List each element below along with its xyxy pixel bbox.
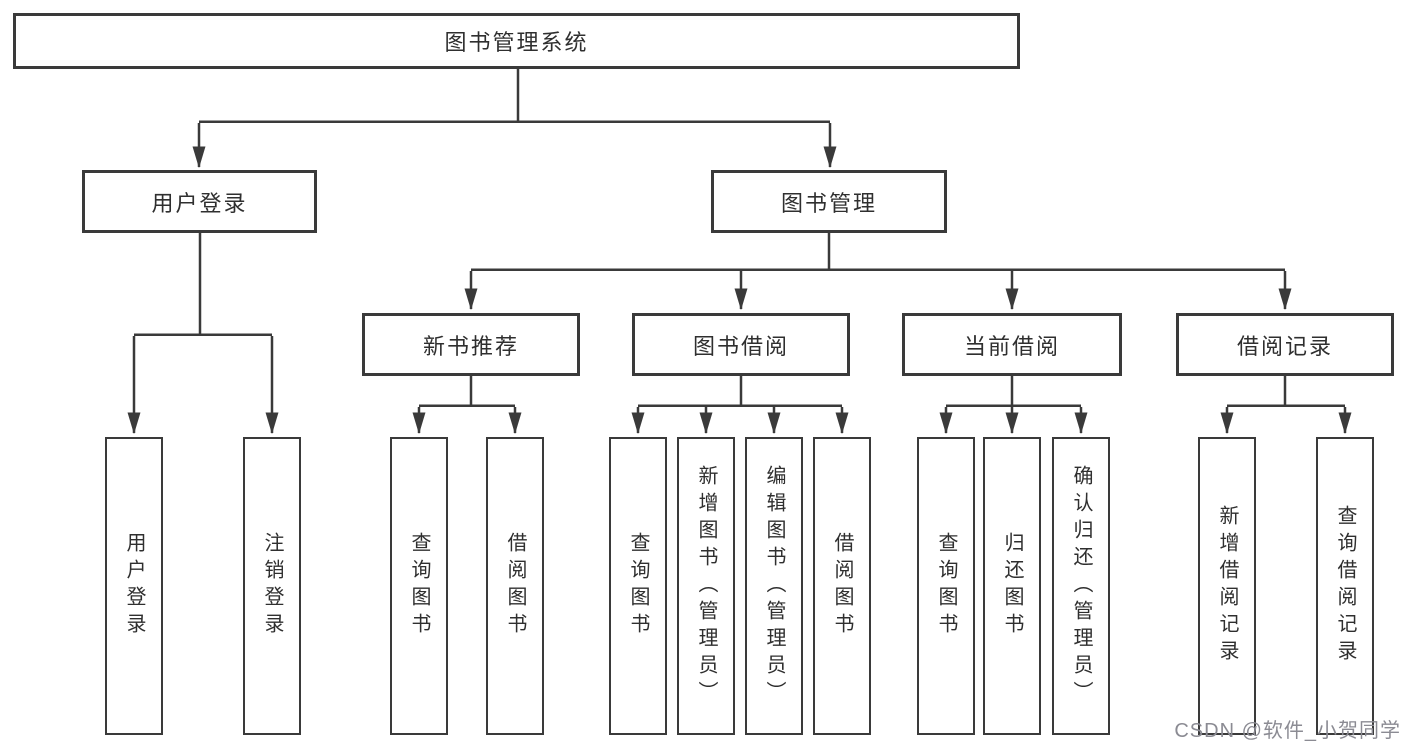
node-leaf-query-books-current: 查询图书 [917, 437, 975, 735]
node-leaf-logout: 注销登录 [243, 437, 301, 735]
csdn-watermark: CSDN @软件_小贺同学 [1174, 720, 1401, 742]
node-leaf-add-borrow-record: 新增借阅记录 [1198, 437, 1256, 735]
node-leaf-borrow-books: 借阅图书 [813, 437, 871, 735]
node-leaf-query-books-borrowing: 查询图书 [609, 437, 667, 735]
node-current-borrowing: 当前借阅 [902, 313, 1122, 376]
node-user-login-module: 用户登录 [82, 170, 317, 233]
node-leaf-add-books-admin: 新增图书（管理员） [677, 437, 735, 735]
node-leaf-confirm-return-admin: 确认归还（管理员） [1052, 437, 1110, 735]
node-new-book-recommendation: 新书推荐 [362, 313, 580, 376]
node-leaf-query-books-recommend: 查询图书 [390, 437, 448, 735]
node-book-borrowing: 图书借阅 [632, 313, 850, 376]
node-leaf-borrow-books-recommend: 借阅图书 [486, 437, 544, 735]
node-leaf-return-books: 归还图书 [983, 437, 1041, 735]
node-leaf-query-borrow-record: 查询借阅记录 [1316, 437, 1374, 735]
node-borrowing-records: 借阅记录 [1176, 313, 1394, 376]
node-leaf-user-login: 用户登录 [105, 437, 163, 735]
node-leaf-edit-books-admin: 编辑图书（管理员） [745, 437, 803, 735]
node-library-management-system: 图书管理系统 [13, 13, 1020, 69]
node-book-management-module: 图书管理 [711, 170, 947, 233]
